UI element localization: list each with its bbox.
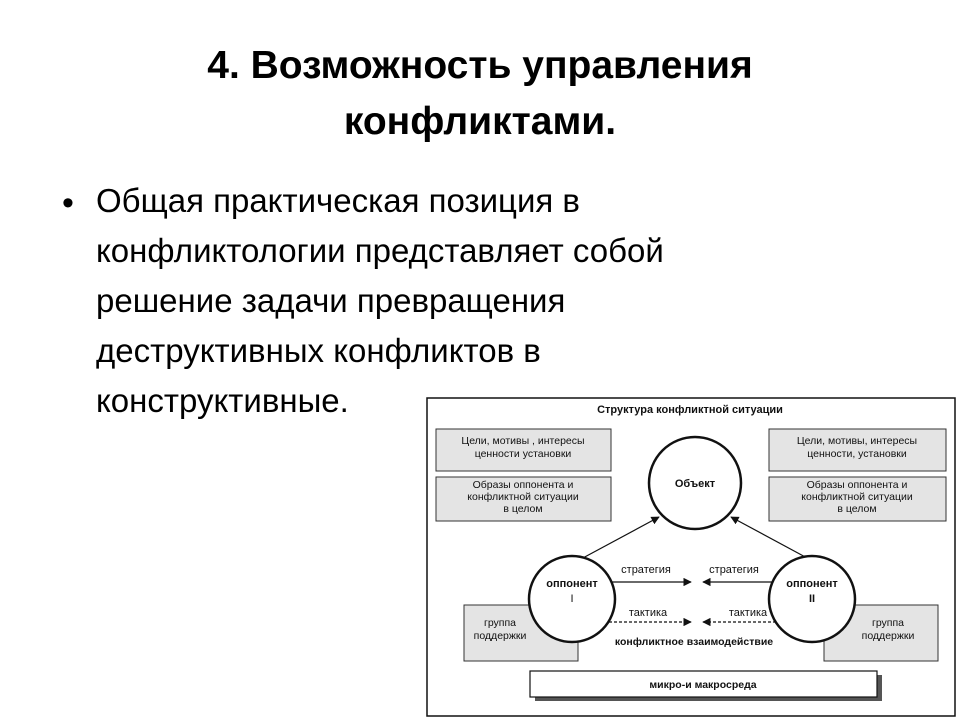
- right-support-line-2: поддержки: [862, 630, 915, 642]
- slide-title: 4. Возможность управления конфликтами.: [120, 38, 840, 150]
- left-goals-line-1: Цели, мотивы , интересы: [461, 435, 584, 447]
- left-images-box: Образы оппонента и конфликтной ситуации …: [435, 476, 612, 522]
- interaction-label: конфликтное взаимодействие: [615, 636, 773, 648]
- opponent-2-node: оппонент II: [767, 554, 857, 644]
- strategy-left-label: стратегия: [621, 564, 671, 576]
- diagram-title: Структура конфликтной ситуации: [597, 404, 783, 416]
- environment-label: микро-и макросреда: [649, 679, 756, 691]
- tactics-right-label: тактика: [729, 607, 768, 619]
- left-images-line-1: Образы оппонента и: [473, 479, 574, 491]
- conflict-structure-diagram: Структура конфликтной ситуации Цели, мот…: [426, 397, 956, 717]
- opponent-2-label: оппонент: [786, 578, 838, 590]
- left-images-line-2: конфликтной ситуации: [467, 491, 579, 503]
- bullet-line-1: Общая практическая позиция в: [96, 182, 580, 219]
- slide-title-line-2: конфликтами.: [343, 100, 617, 143]
- right-goals-line-1: Цели, мотивы, интересы: [797, 435, 917, 447]
- right-support-line-1: группа: [872, 617, 904, 629]
- right-images-box: Образы оппонента и конфликтной ситуации …: [768, 476, 947, 522]
- environment-bar: микро-и макросреда: [529, 670, 882, 701]
- left-goals-box: Цели, мотивы , интересы ценности установ…: [435, 428, 612, 472]
- left-images-line-3: в целом: [503, 503, 542, 515]
- bullet-line-4: деструктивных конфликтов в: [96, 332, 541, 369]
- right-images-line-1: Образы оппонента и: [807, 479, 908, 491]
- bullet-dot-icon: •: [62, 184, 74, 222]
- left-support-line-2: поддержки: [474, 630, 527, 642]
- arrow-opponent1-to-object: [580, 516, 660, 560]
- object-label: Объект: [675, 478, 716, 490]
- bullet-line-5: конструктивные.: [96, 382, 349, 419]
- tactics-left-label: тактика: [629, 607, 668, 619]
- left-goals-line-2: ценности установки: [475, 448, 572, 460]
- right-images-line-2: конфликтной ситуации: [801, 491, 913, 503]
- arrow-opponent2-to-object: [730, 516, 810, 560]
- opponent-1-number: I: [570, 593, 573, 605]
- bullet-line-3: решение задачи превращения: [96, 282, 566, 319]
- object-node: Объект: [647, 435, 743, 531]
- bullet-line-2: конфликтологии представляет собой: [96, 232, 664, 269]
- right-goals-line-2: ценности, установки: [807, 448, 907, 460]
- right-images-line-3: в целом: [837, 503, 876, 515]
- opponent-1-label: оппонент: [546, 578, 598, 590]
- bullet-point: • Общая практическая позиция в конфликто…: [62, 176, 802, 426]
- strategy-right-label: стратегия: [709, 564, 759, 576]
- slide-title-line-1: 4. Возможность управления: [207, 44, 753, 87]
- opponent-1-node: оппонент I: [527, 554, 617, 644]
- right-goals-box: Цели, мотивы, интересы ценности, установ…: [768, 428, 947, 472]
- bullet-text: Общая практическая позиция в конфликтоло…: [96, 176, 802, 426]
- left-support-line-1: группа: [484, 617, 516, 629]
- opponent-2-number: II: [809, 593, 815, 605]
